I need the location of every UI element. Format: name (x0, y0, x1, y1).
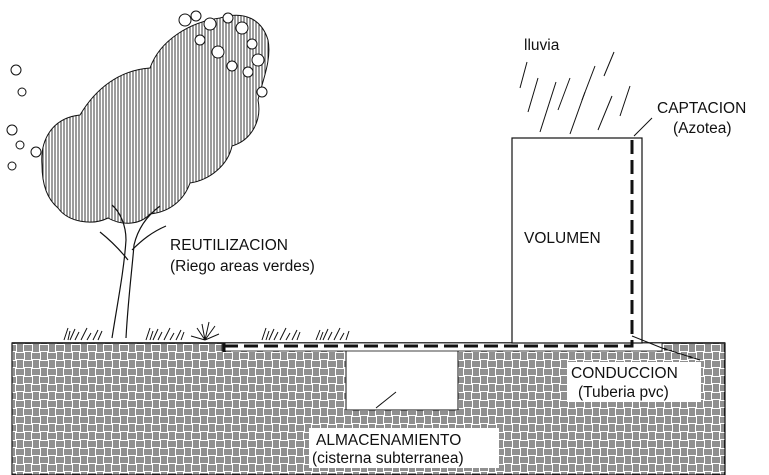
cistern (345, 349, 459, 411)
rain-label: lluvia (524, 37, 560, 54)
capture-leader (633, 117, 653, 137)
volume-label: VOLUMEN (524, 230, 601, 247)
building-volume (511, 137, 643, 344)
pipe-channel (221, 342, 663, 352)
conduction-subtitle: (Tuberia pvc) (578, 384, 669, 401)
tree-trunk (99, 204, 167, 339)
capture-title: CAPTACION (657, 100, 746, 117)
conduction-leader (631, 335, 663, 349)
conduction-leader-2 (661, 347, 701, 361)
reuse-subtitle: (Riego areas verdes) (170, 258, 315, 275)
conduction-title: CONDUCCION (571, 365, 678, 382)
tree (6, 10, 270, 339)
leaf-clusters (6, 10, 268, 171)
storage-label-bg (309, 428, 499, 468)
tree-canopy (41, 14, 270, 224)
conduction-label-bg (567, 362, 701, 402)
rain-lines (519, 51, 631, 135)
capture-subtitle: (Azotea) (673, 120, 732, 137)
reuse-title: REUTILIZACION (170, 237, 288, 254)
storage-title: ALMACENAMIENTO (316, 432, 461, 449)
grass-tufts (63, 321, 350, 341)
downpipe-dashed (222, 140, 634, 352)
storage-subtitle: (cisterna subterranea) (312, 450, 464, 467)
